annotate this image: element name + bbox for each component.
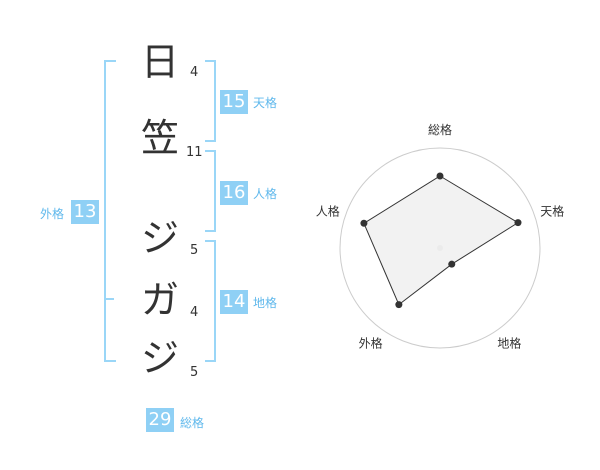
radar-point (514, 219, 522, 227)
tenkaku-label: 天格 (253, 96, 278, 110)
jinkaku-bracket (205, 150, 216, 232)
chikaku-bracket (205, 240, 216, 362)
radar-point (436, 172, 444, 180)
radar-axis-label: 人格 (316, 204, 340, 219)
soukaku-value: 29 (146, 408, 174, 432)
radar-area (363, 175, 519, 306)
name-character-5: ジ (140, 336, 179, 380)
radar-axis-label: 天格 (540, 204, 564, 219)
name-character-4: ガ (140, 278, 179, 322)
soukaku-label: 総格 (180, 416, 205, 430)
stroke-count-1: 4 (190, 65, 199, 80)
tenkaku-bracket (205, 60, 216, 142)
radar-points (360, 172, 522, 309)
radar-axis-label: 外格 (359, 335, 383, 350)
name-character-1: 日 (140, 40, 179, 84)
name-character-3: ジ (140, 216, 179, 260)
gaikaku-bracket (104, 60, 116, 362)
stroke-count-4: 4 (190, 305, 199, 320)
name-character-2: 笠 (140, 116, 179, 160)
tenkaku-value: 15 (220, 90, 248, 114)
stroke-count-2: 11 (186, 145, 203, 160)
chikaku-value: 14 (220, 290, 248, 314)
radar-point (360, 219, 368, 227)
radar-axis-label: 地格 (497, 335, 521, 350)
gaikaku-label: 外格 (40, 207, 65, 221)
gaikaku-bracket-tick (104, 298, 114, 300)
radar-point (395, 301, 403, 309)
jinkaku-value: 16 (220, 181, 248, 205)
radar-point (448, 260, 456, 268)
chikaku-label: 地格 (253, 296, 278, 310)
radar-axis-label: 総格 (428, 122, 452, 137)
gaikaku-value: 13 (71, 200, 99, 224)
stroke-count-5: 5 (190, 365, 199, 380)
stroke-count-3: 5 (190, 243, 199, 258)
jinkaku-label: 人格 (253, 187, 278, 201)
